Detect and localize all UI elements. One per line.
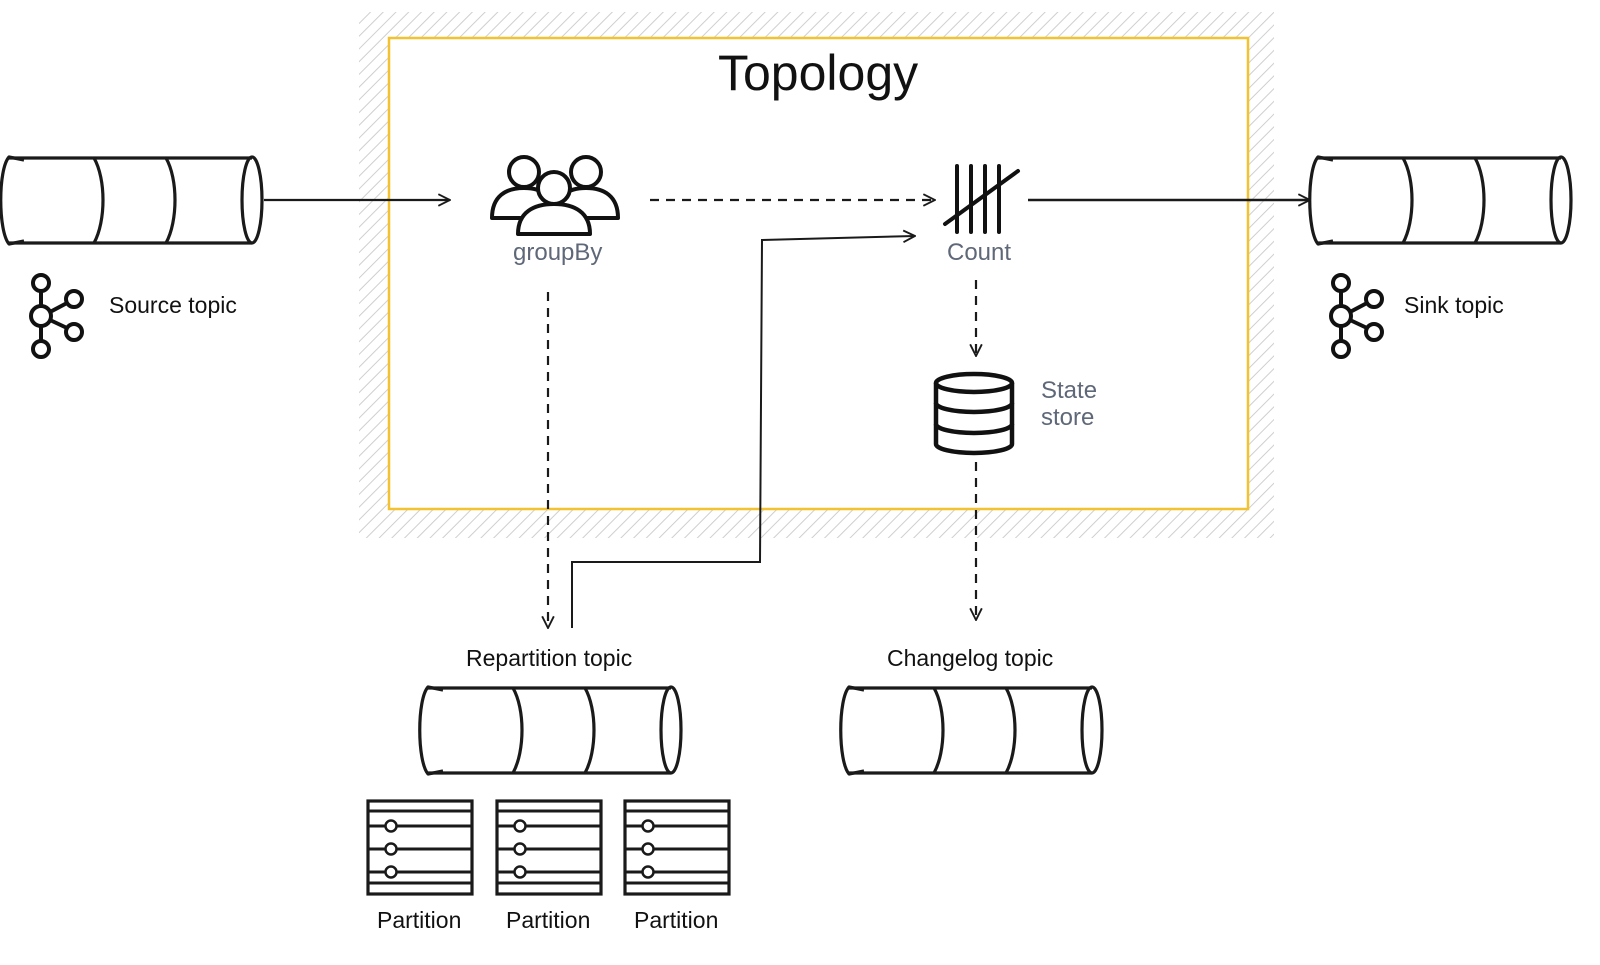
- repartition-topic-label: Repartition topic: [466, 645, 633, 671]
- groupby-label: groupBy: [513, 239, 603, 266]
- partition-icon: [495, 799, 603, 896]
- state-store-label-line2: store: [1041, 404, 1095, 431]
- partition-icon: [366, 799, 474, 896]
- partition-label: Partition: [634, 907, 719, 933]
- state-store-label-line1: State: [1041, 377, 1098, 404]
- source-topic-cylinder: [0, 155, 264, 246]
- users-group-icon: [490, 155, 620, 236]
- topology-frame: [387, 36, 1250, 511]
- database-icon: [933, 371, 1015, 456]
- tally-icon: [943, 164, 1020, 234]
- sink-topic-cylinder: [1308, 155, 1573, 246]
- partition-label: Partition: [506, 907, 591, 933]
- changelog-topic-label: Changelog topic: [887, 645, 1054, 671]
- kafka-icon: [1329, 273, 1384, 359]
- sink-topic-label: Sink topic: [1404, 292, 1504, 318]
- count-label: Count: [947, 239, 1012, 266]
- partition-label: Partition: [377, 907, 462, 933]
- changelog-topic-cylinder: [839, 685, 1104, 776]
- topology-title: Topology: [718, 45, 919, 101]
- source-topic-label: Source topic: [109, 292, 237, 318]
- kafka-icon: [29, 273, 84, 359]
- arrow-repartition-to-count: [571, 236, 915, 628]
- repartition-topic-cylinder: [418, 685, 683, 776]
- partition-icon: [623, 799, 731, 896]
